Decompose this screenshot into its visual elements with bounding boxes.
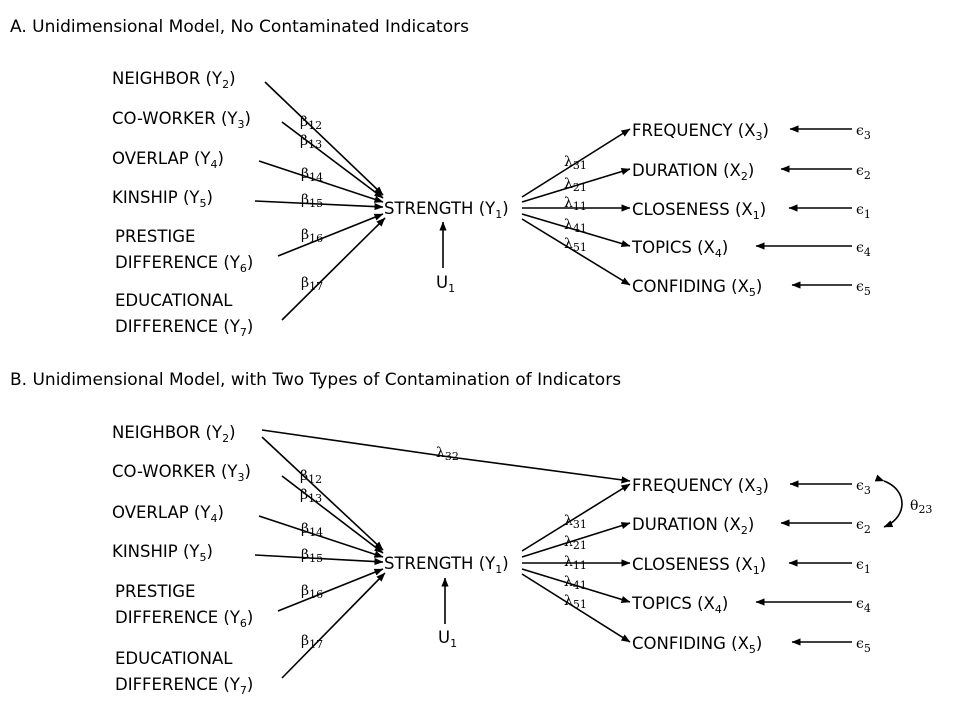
lambda-11-label: λ11 [564,554,587,572]
cause-prestige-label-line2: DIFFERENCE (Y6) [115,608,253,630]
theta-23-label: θ23 [910,498,932,516]
indicator-confiding-label: CONFIDING (X5) [632,277,762,299]
beta-14-label: β14 [301,521,323,539]
arrow-neighbor-to-frequency [261,429,631,484]
arrow-coworker-to-strength [281,475,384,554]
error-e1-label: ϵ1 [856,557,871,576]
indicator-topics-label: TOPICS (X4) [631,594,728,616]
beta-13-label: β13 [300,133,322,151]
arrow-neighbor-to-strength [261,436,384,551]
cause-prestige-label-line2: DIFFERENCE (Y6) [115,253,253,275]
arrow-strength-to-confiding [521,573,631,643]
cause-neighbor-label: NEIGHBOR (Y2) [112,423,236,445]
cause-educational-label-line2: DIFFERENCE (Y7) [115,675,253,697]
arrow-educational-to-strength [281,217,386,321]
cause-overlap-label: OVERLAP (Y4) [112,503,224,525]
arrow-kinship-to-strength [254,200,384,211]
lambda-31-label: λ31 [564,513,587,531]
arrow-strength-to-confiding [521,218,631,286]
arrow-coworker-to-strength [281,121,384,199]
disturbance-u1-label: U1 [436,273,455,295]
indicator-frequency-label: FREQUENCY (X3) [632,121,769,143]
beta-12-label: β12 [300,114,322,132]
lambda-41-label: λ41 [564,217,587,235]
beta-12-label: β12 [300,468,322,486]
indicator-frequency-label: FREQUENCY (X3) [632,476,769,498]
cause-coworker-label: CO-WORKER (Y3) [112,109,251,131]
arrow-prestige-to-strength [277,213,384,257]
arrow-strength-to-topics [521,568,631,603]
cause-kinship-label: KINSHIP (Y5) [112,542,213,564]
disturbance-u1-label: U1 [438,628,457,650]
cause-prestige-label-line1: PRESTIGE [115,582,195,601]
indicator-topics-label: TOPICS (X4) [631,238,728,260]
arrow-kinship-to-strength [254,554,384,566]
lambda-31-label: λ31 [564,154,587,172]
beta-13-label: β13 [300,487,322,505]
beta-16-label: β16 [301,227,323,245]
cause-neighbor-label: NEIGHBOR (Y2) [112,69,236,91]
error-e4-label: ϵ4 [856,596,871,615]
cause-prestige-label-line1: PRESTIGE [115,227,195,246]
error-e1-label: ϵ1 [856,202,871,221]
lambda-41-label: λ41 [564,574,587,592]
arrow-neighbor-to-strength [264,81,384,196]
indicator-confiding-label: CONFIDING (X5) [632,634,762,656]
beta-17-label: β17 [301,275,323,293]
lambda-51-label: λ51 [564,593,587,611]
indicator-duration-label: DURATION (X2) [632,161,754,183]
strength-latent-label: STRENGTH (Y1) [384,199,509,221]
arrow-educational-to-strength [281,572,386,679]
panel-b-heading: B. Unidimensional Model, with Two Types … [10,370,621,390]
error-e4-label: ϵ4 [856,240,871,259]
beta-15-label: β15 [301,192,323,210]
arrow-strength-to-duration [521,522,631,558]
lambda-51-label: λ51 [564,236,587,254]
lambda-32-label: λ32 [436,445,459,463]
error-e2-label: ϵ2 [856,163,871,182]
arrow-overlap-to-strength [258,160,384,203]
arrow-strength-to-frequency [521,483,631,552]
indicator-duration-label: DURATION (X2) [632,515,754,537]
panel-a-heading: A. Unidimensional Model, No Contaminated… [10,17,469,37]
beta-17-label: β17 [301,633,323,651]
cause-educational-label-line2: DIFFERENCE (Y7) [115,317,253,339]
panel-a: A. Unidimensional Model, No Contaminated… [10,17,871,339]
cause-coworker-label: CO-WORKER (Y3) [112,462,251,484]
lambda-21-label: λ21 [564,176,587,194]
panel-b: B. Unidimensional Model, with Two Types … [10,370,932,697]
cause-overlap-label: OVERLAP (Y4) [112,149,224,171]
arrow-strength-to-duration [521,168,631,203]
indicator-closeness-label: CLOSENESS (X1) [632,200,766,222]
cause-kinship-label: KINSHIP (Y5) [112,188,213,210]
indicator-closeness-label: CLOSENESS (X1) [632,555,766,577]
covariance-e3-e2-arc [874,474,903,528]
error-e3-label: ϵ3 [856,478,871,497]
beta-16-label: β16 [301,583,323,601]
error-e3-label: ϵ3 [856,123,871,142]
error-e5-label: ϵ5 [856,279,871,298]
arrow-strength-to-topics [521,213,631,248]
error-e5-label: ϵ5 [856,636,871,655]
strength-latent-label: STRENGTH (Y1) [384,554,509,576]
beta-15-label: β15 [301,547,323,565]
arrow-prestige-to-strength [277,568,384,612]
arrow-overlap-to-strength [258,515,384,558]
error-e2-label: ϵ2 [856,517,871,536]
cause-educational-label-line1: EDUCATIONAL [115,649,233,668]
arrow-strength-to-frequency [521,128,631,198]
lambda-21-label: λ21 [564,534,587,552]
beta-14-label: β14 [301,166,323,184]
lambda-11-label: λ11 [564,195,587,213]
cause-educational-label-line1: EDUCATIONAL [115,291,233,310]
